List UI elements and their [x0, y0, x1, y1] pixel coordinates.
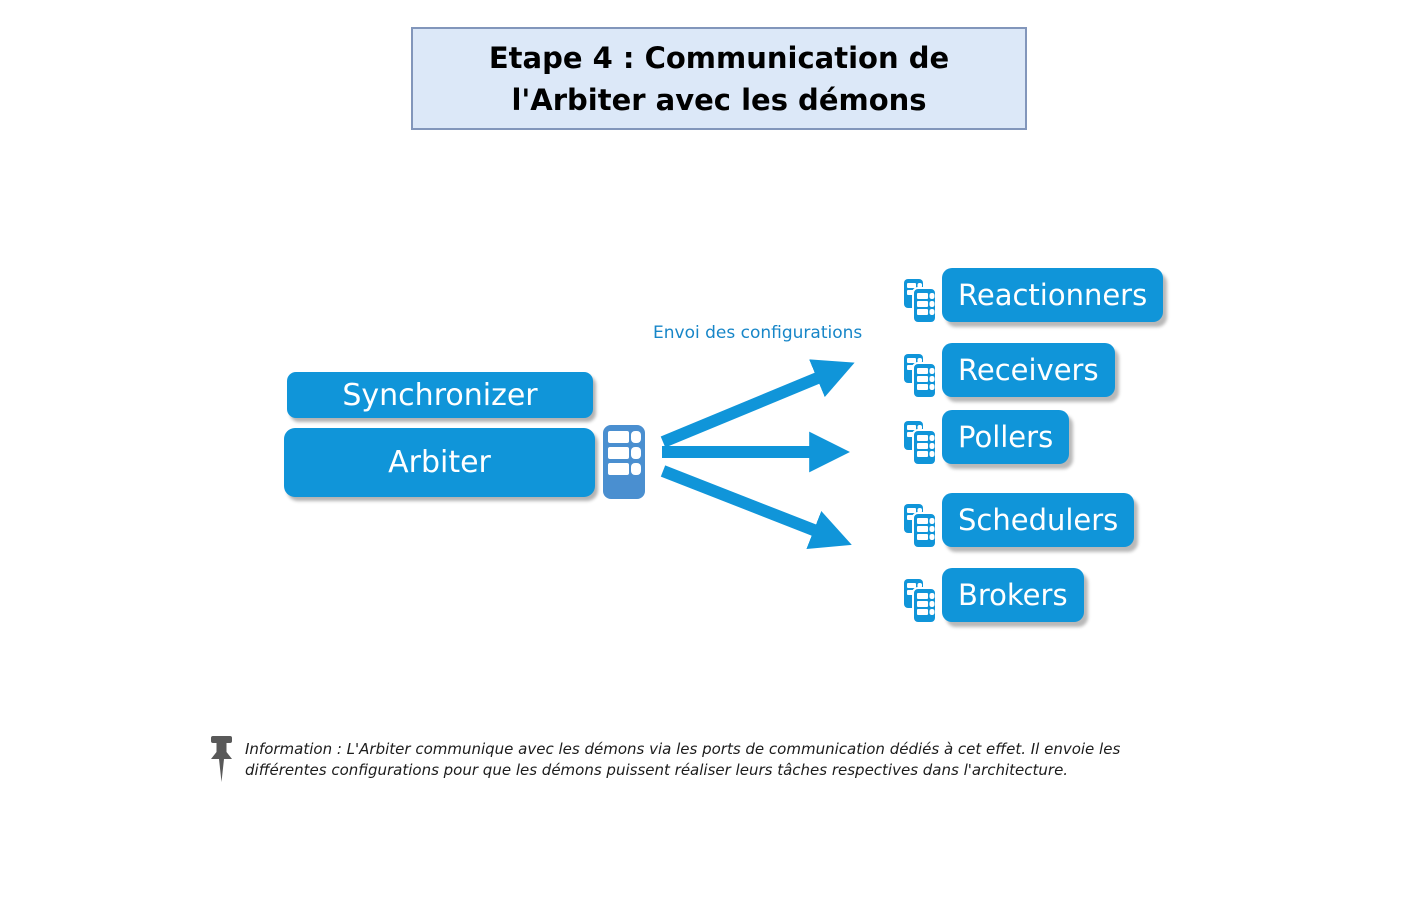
- daemon-button-pollers: Pollers: [942, 410, 1070, 464]
- fan-out-arrows-icon: [660, 359, 855, 550]
- title-box: Etape 4 : Communication de l'Arbiter ave…: [411, 27, 1027, 130]
- daemon-row-schedulers: Schedulers: [903, 493, 1135, 549]
- daemon-button-receivers: Receivers: [942, 343, 1115, 397]
- daemon-row-pollers: Pollers: [903, 410, 1070, 466]
- daemon-row-receivers: Receivers: [903, 343, 1115, 399]
- flow-label: Envoi des configurations: [653, 323, 863, 343]
- stacked-servers-icon: [903, 503, 937, 549]
- stacked-servers-icon: [903, 353, 937, 399]
- stacked-servers-icon: [903, 578, 937, 624]
- title-line-2: l'Arbiter avec les démons: [511, 82, 927, 117]
- node-synchronizer: Synchronizer: [287, 372, 593, 418]
- node-arbiter: Arbiter: [284, 428, 595, 497]
- note-text: Information : L'Arbiter communique avec …: [245, 740, 1121, 779]
- server-tower-icon: [603, 425, 645, 499]
- title-line-1: Etape 4 : Communication de: [488, 40, 950, 75]
- daemon-button-schedulers: Schedulers: [942, 493, 1135, 547]
- daemon-row-brokers: Brokers: [903, 568, 1084, 624]
- push-pin-icon: [211, 736, 232, 782]
- daemon-button-brokers: Brokers: [942, 568, 1084, 622]
- stacked-servers-icon: [903, 420, 937, 466]
- stacked-servers-icon: [903, 278, 937, 324]
- daemon-row-reactionners: Reactionners: [903, 268, 1164, 324]
- daemon-button-reactionners: Reactionners: [942, 268, 1164, 322]
